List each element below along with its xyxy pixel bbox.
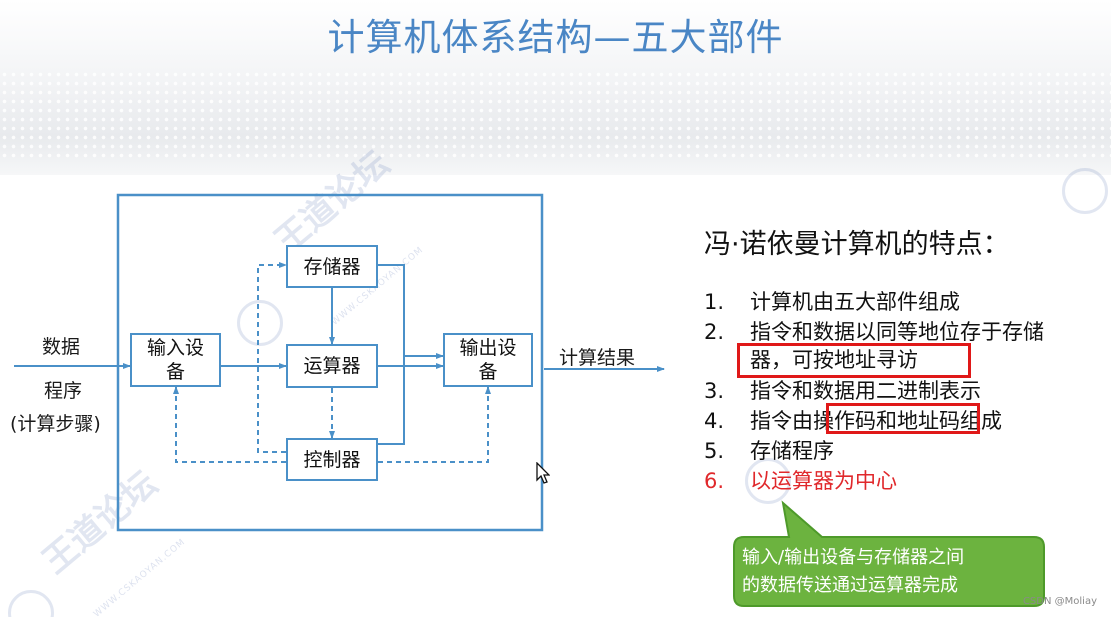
feature-item-2: 2. 指令和数据以同等地位存于存储 (704, 317, 1044, 347)
memory-label: 存储器 (303, 255, 361, 278)
highlight-address-access (737, 343, 971, 378)
output-device-node: 输出设 备 (443, 333, 533, 387)
feature-text: 指令和数据以同等地位存于存储 (750, 320, 1044, 344)
feature-item-3: 3. 指令和数据用二进制表示 (704, 376, 981, 406)
alu-label: 运算器 (303, 355, 361, 377)
feature-num: 4. (704, 409, 725, 433)
header-band (0, 0, 1111, 175)
control-memory-link (257, 262, 287, 453)
feature-text: 指令由操作码和地址码组成 (750, 409, 1002, 433)
feature-item-2-cont: 器，可按地址寻访 (704, 345, 918, 375)
input-device-node: 输入设 备 (130, 333, 221, 387)
feature-text: 计算机由五大部件组成 (750, 290, 960, 314)
feature-num: 5. (704, 439, 725, 463)
callout-text: 输入/输出设备与存储器之间 的数据传送通过运算器完成 (742, 544, 1042, 600)
feature-item-6: 6. 以运算器为中心 (704, 466, 897, 496)
feature-item-4: 4. 指令由操作码和地址码组成 (704, 406, 1002, 436)
mouse-cursor-icon (536, 462, 550, 484)
control-input-link (173, 386, 286, 463)
feature-text: 指令和数据用二进制表示 (750, 379, 981, 403)
callout-line-1: 输入/输出设备与存储器之间 (742, 547, 965, 568)
watermark-logo (1062, 168, 1108, 214)
callout-line-2: 的数据传送通过运算器完成 (742, 575, 958, 596)
output-device-label-1: 输出设 (459, 337, 517, 359)
input-label-data: 数据 (42, 336, 81, 358)
feature-text: 器，可按地址寻访 (750, 348, 918, 372)
feature-num: 6. (704, 469, 725, 493)
control-node: 控制器 (286, 438, 378, 481)
slide-title: 计算机体系结构—五大部件 (327, 16, 784, 59)
feature-item-5: 5. 存储程序 (704, 436, 834, 466)
input-device-label-2: 备 (165, 361, 185, 383)
memory-to-output (378, 264, 405, 445)
input-label-program: 程序 (44, 380, 83, 402)
input-label-steps: (计算步骤) (10, 413, 101, 435)
watermark-logo (237, 300, 283, 346)
features-title: 冯·诺依曼计算机的特点： (704, 229, 1010, 260)
highlight-opcode-address (826, 403, 980, 434)
memory-node: 存储器 (286, 245, 378, 288)
output-device-label-2: 备 (478, 361, 498, 383)
feature-num: 3. (704, 379, 725, 403)
credit-text: CSDN @Moliay (1022, 596, 1097, 607)
control-output-link (378, 386, 491, 463)
alu-node: 运算器 (286, 344, 378, 388)
input-device-label-1: 输入设 (146, 337, 204, 359)
feature-text: 以运算器为中心 (750, 469, 897, 493)
feature-num: 1. (704, 290, 725, 314)
feature-item-1: 1. 计算机由五大部件组成 (704, 287, 960, 317)
output-label: 计算结果 (559, 347, 636, 369)
system-frame (116, 193, 544, 532)
control-label: 控制器 (303, 448, 361, 471)
feature-text: 存储程序 (750, 439, 834, 463)
watermark-logo (745, 458, 791, 504)
feature-num: 2. (704, 320, 725, 344)
callout-shape (733, 500, 1045, 607)
